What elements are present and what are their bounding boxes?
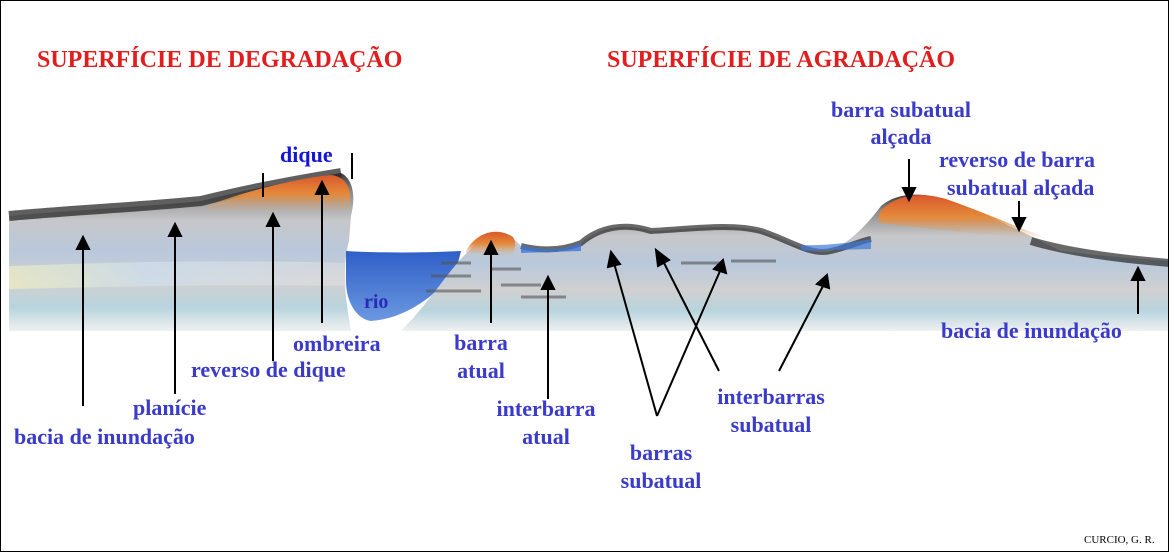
label-dique: dique xyxy=(280,142,333,167)
label-interbarras-subatual-2: subatual xyxy=(730,412,812,437)
label-barra-atual-2: atual xyxy=(457,358,505,383)
label-ombreira: ombreira xyxy=(293,331,381,356)
left-pale-band xyxy=(9,261,346,289)
interbar-water-2 xyxy=(801,239,871,251)
label-rio: rio xyxy=(364,291,389,313)
author-credit: CURCIO, G. R. xyxy=(1084,534,1155,546)
label-reverso-barra-1: reverso de barra xyxy=(939,147,1095,172)
degradation-title: SUPERFÍCIE DE DEGRADAÇÃO xyxy=(37,47,403,73)
label-reverso-de-dique: reverso de dique xyxy=(191,357,346,382)
right-soil-body xyxy=(401,194,1168,331)
interbar-water xyxy=(521,243,581,253)
right-dark-crust-2 xyxy=(1029,237,1168,267)
label-interbarras-subatual-1: interbarras xyxy=(717,384,825,409)
label-reverso-barra-2: subatual alçada xyxy=(947,175,1095,200)
label-barra-atual-1: barra xyxy=(454,330,508,355)
label-bacia-right: bacia de inundação xyxy=(941,318,1122,343)
bar-hatching xyxy=(426,259,776,299)
label-bacia-left: bacia de inundação xyxy=(14,424,195,449)
label-barra-subatual-alcada-1: barra subatual xyxy=(831,97,971,122)
label-barras-subatual-2: subatual xyxy=(620,468,702,493)
levee-cap xyxy=(206,175,351,213)
river-water xyxy=(346,251,461,321)
raised-bar-cap xyxy=(879,195,1051,239)
arrows xyxy=(75,159,1146,417)
label-barras-subatual-1: barras xyxy=(629,440,693,465)
label-planicie: planície xyxy=(133,395,207,420)
agradation-title: SUPERFÍCIE DE AGRADAÇÃO xyxy=(607,47,956,73)
label-interbarra-atual-1: interbarra xyxy=(496,396,596,421)
label-interbarra-atual-2: atual xyxy=(522,424,570,449)
label-barra-subatual-alcada-2: alçada xyxy=(870,124,932,149)
